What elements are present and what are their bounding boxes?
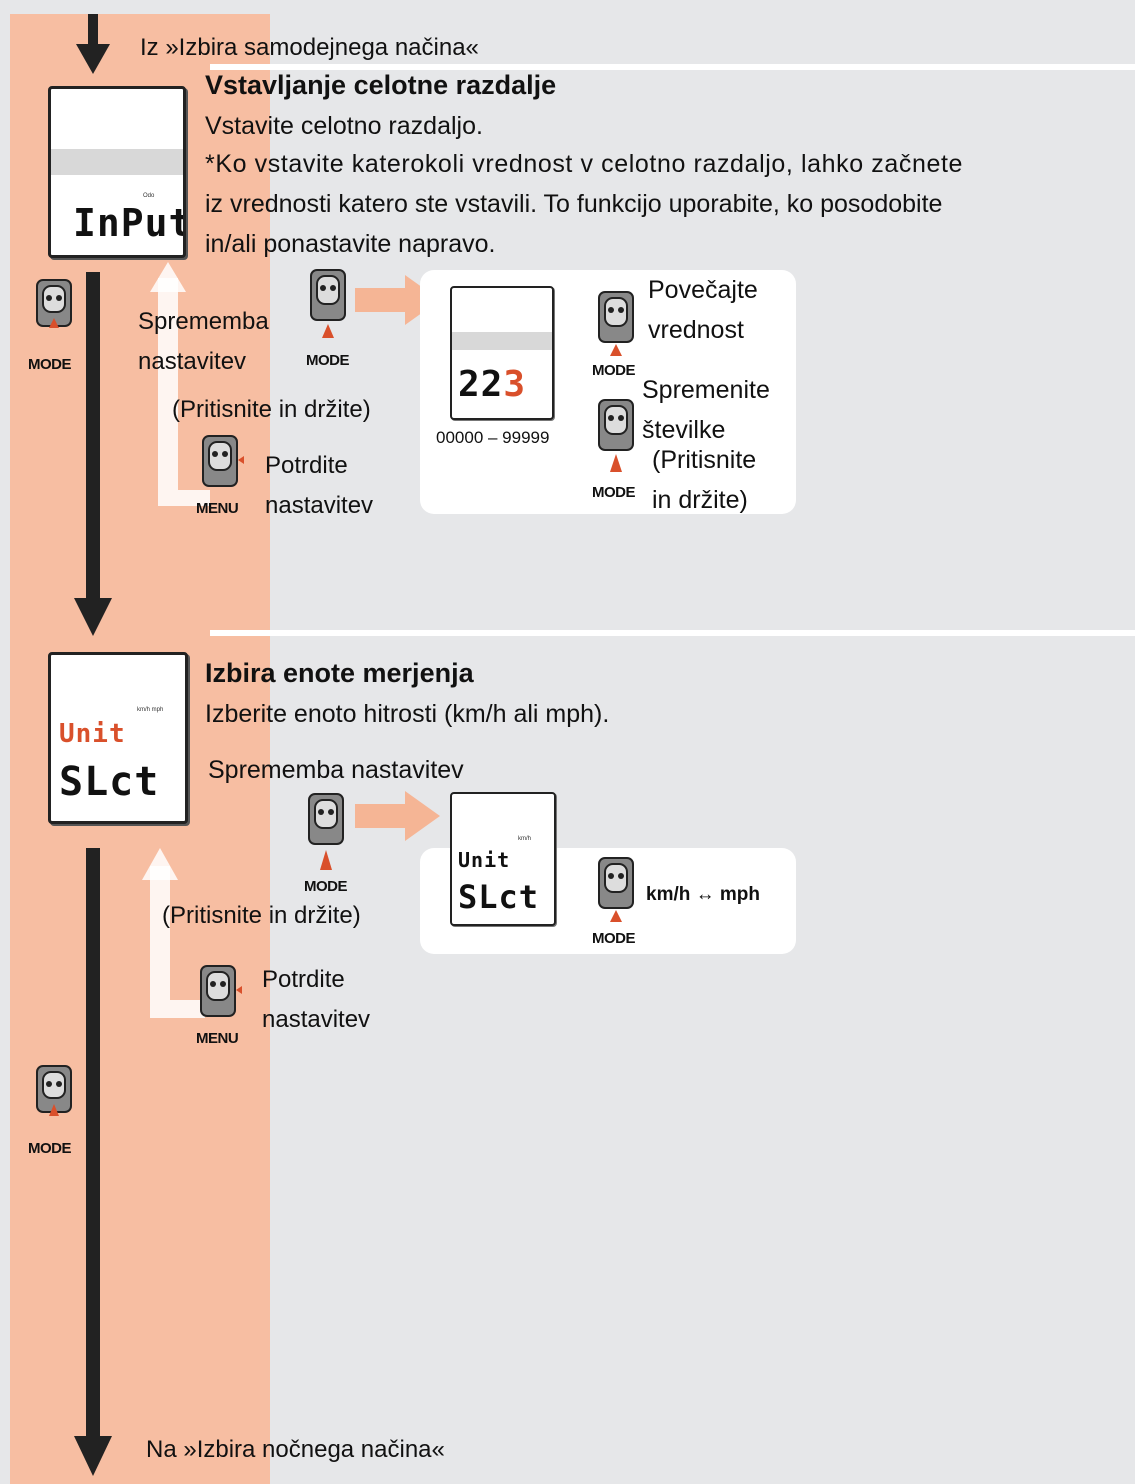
digits-label-2: številke — [642, 416, 726, 444]
odo-label: Odo — [143, 193, 155, 199]
mode-caption: MODE — [306, 352, 350, 369]
mode-caption: MODE — [592, 362, 636, 379]
section2-change-label: Sprememba nastavitev — [208, 756, 464, 784]
digits-hold-1: (Pritisnite — [652, 446, 757, 474]
confirm-loop-arrowhead-2 — [142, 848, 178, 880]
mode-button-icon[interactable] — [34, 1064, 74, 1131]
unit-toggle-label: km/h ↔ mph — [646, 884, 761, 905]
confirm-label-3: Potrdite — [262, 966, 345, 993]
section2-intro: Izberite enoto hitrosti (km/h ali mph). — [205, 700, 610, 728]
section-divider-top — [210, 64, 1135, 70]
confirm-label-2: nastavitev — [265, 492, 374, 519]
screen-band — [452, 332, 552, 350]
confirm-label-4: nastavitev — [262, 1006, 371, 1033]
menu-caption: MENU — [196, 1030, 239, 1047]
confirm-loop-arrow-2 — [150, 866, 205, 1018]
increase-label-1: Povečajte — [648, 276, 758, 304]
mode-caption: MODE — [28, 356, 72, 373]
value-digits: 223 — [458, 364, 526, 405]
mode-caption: MODE — [304, 878, 348, 895]
increase-label-2: vrednost — [648, 316, 744, 344]
value-screen: 223 — [450, 286, 554, 420]
from-mode-text: Iz »Izbira samodejnega načina« — [140, 34, 479, 61]
mode-button-icon[interactable] — [596, 856, 636, 931]
change-arrow-1 — [355, 275, 440, 325]
section1-title: Vstavljanje celotne razdalje — [205, 70, 557, 100]
main-arrow-1-shaft — [86, 272, 100, 602]
top-arrow-head — [76, 44, 110, 74]
change-label-1: Sprememba — [138, 308, 269, 335]
mode-button-icon[interactable] — [34, 278, 74, 343]
main-arrow-2-shaft — [86, 848, 100, 1438]
unit-screen-top: Unit — [59, 719, 126, 749]
input-screen: InPut Odo — [48, 86, 186, 258]
unit-panel-screen: km/h Unit SLct — [450, 792, 556, 926]
menu-caption: MENU — [196, 500, 239, 517]
section1-intro: Vstavite celotno razdaljo. — [205, 112, 483, 140]
confirm-loop-arrow-1 — [158, 278, 210, 506]
section1-note-line1: *Ko vstavite katerokoli vrednost v celot… — [205, 150, 964, 178]
screen-band — [51, 149, 183, 175]
change-label-2: nastavitev — [138, 348, 247, 375]
mode-button-icon[interactable] — [306, 792, 346, 879]
value-digits-main: 22 — [458, 364, 504, 405]
to-mode-text: Na »Izbira nočnega načina« — [146, 1436, 445, 1463]
section2-title: Izbira enote merjenja — [205, 658, 474, 688]
input-screen-text: InPut — [73, 201, 186, 245]
mode-button-icon[interactable] — [596, 398, 636, 483]
value-digit-active: 3 — [503, 364, 527, 405]
digits-hold-2: in držite) — [652, 486, 748, 514]
confirm-loop-arrowhead-1 — [150, 262, 186, 292]
hold-label-1: (Pritisnite in držite) — [172, 396, 371, 423]
section-divider-middle — [210, 630, 1135, 636]
unit-screen: km/h mph Unit SLct — [48, 652, 188, 824]
change-arrow-2 — [355, 791, 440, 841]
mode-button-icon[interactable] — [308, 268, 348, 349]
hold-label-2: (Pritisnite in držite) — [162, 902, 361, 929]
confirm-label-1: Potrdite — [265, 452, 348, 479]
unit-screen-bottom: SLct — [59, 759, 160, 805]
menu-button-icon[interactable] — [200, 434, 244, 503]
unit-panel-indicator: km/h — [518, 836, 532, 842]
digits-label-1: Spremenite — [642, 376, 770, 404]
main-arrow-1-head — [74, 598, 112, 636]
mode-button-icon[interactable] — [596, 290, 636, 365]
range-label: 00000 – 99999 — [436, 428, 550, 447]
top-arrow-shaft — [88, 14, 98, 52]
mode-caption: MODE — [592, 484, 636, 501]
unit-panel-screen-bottom: SLct — [458, 878, 540, 916]
main-arrow-2-head — [74, 1436, 112, 1476]
mode-caption: MODE — [28, 1140, 72, 1157]
section1-note-line2: iz vrednosti katero ste vstavili. To fun… — [205, 190, 943, 218]
section1-note-line3: in/ali ponastavite napravo. — [205, 230, 496, 258]
unit-panel-screen-top: Unit — [458, 848, 511, 872]
menu-button-icon[interactable] — [198, 964, 242, 1033]
unit-screen-units: km/h mph — [137, 707, 164, 713]
mode-caption: MODE — [592, 930, 636, 947]
